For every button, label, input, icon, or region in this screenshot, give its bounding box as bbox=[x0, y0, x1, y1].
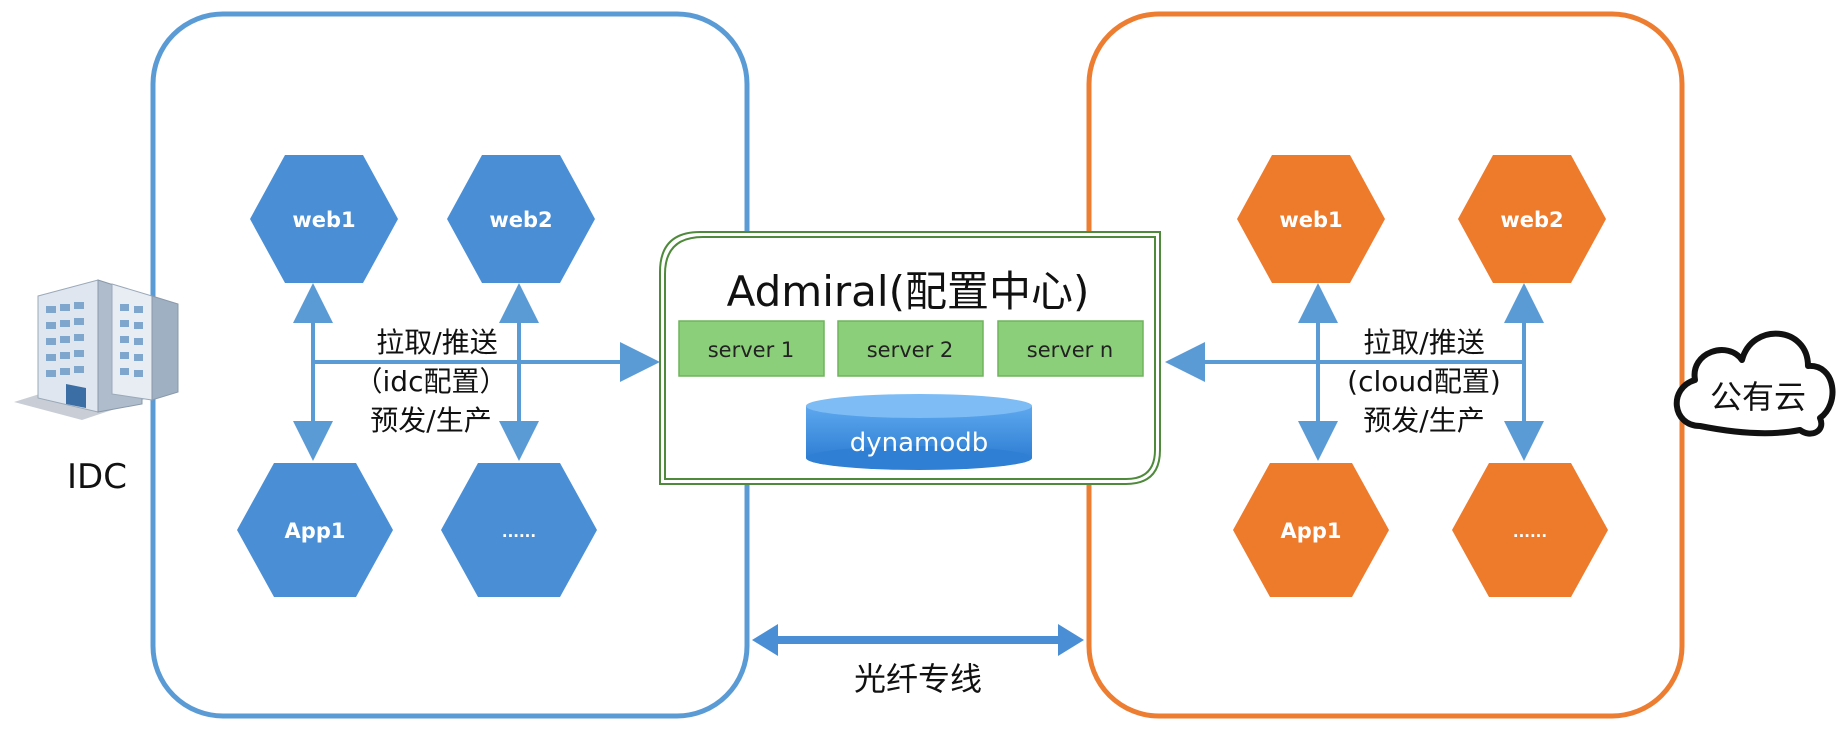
server-n[interactable]: server n bbox=[997, 320, 1144, 377]
cloud-node-app1[interactable]: App1 bbox=[1233, 463, 1389, 597]
server-2[interactable]: server 2 bbox=[837, 320, 984, 377]
server-1[interactable]: server 1 bbox=[678, 320, 825, 377]
idc-label: IDC bbox=[67, 457, 127, 497]
cloud-node-more[interactable]: ...... bbox=[1452, 463, 1608, 597]
cloud-node-web2[interactable]: web2 bbox=[1458, 155, 1606, 283]
cloud-sync-label-line1: 拉取/推送 bbox=[1363, 326, 1484, 359]
idc-node-more[interactable]: ...... bbox=[441, 463, 597, 597]
idc-sync-label-line3: 预发/生产 bbox=[370, 404, 491, 437]
cloud-label: 公有云 bbox=[1710, 378, 1806, 416]
database-label: dynamodb bbox=[850, 428, 989, 458]
admiral-config-center[interactable]: Admiral(配置中心) server 1 server 2 server n… bbox=[659, 231, 1161, 485]
server-label: server 2 bbox=[867, 338, 954, 362]
cloud-node-label: web2 bbox=[1500, 208, 1563, 232]
idc-node-label: ...... bbox=[502, 523, 536, 541]
cloud-sync-arrows bbox=[1165, 283, 1544, 461]
cloud-sync-label-line2: (cloud配置) bbox=[1347, 365, 1501, 398]
idc-node-label: web2 bbox=[489, 208, 552, 232]
dynamodb-database[interactable]: dynamodb bbox=[806, 394, 1032, 470]
idc-sync-arrows bbox=[293, 283, 660, 461]
server-label: server n bbox=[1027, 338, 1113, 362]
datacenter-building-icon bbox=[14, 279, 179, 420]
cloud-node-label: ...... bbox=[1513, 523, 1547, 541]
cloud-node-label: web1 bbox=[1279, 208, 1342, 232]
server-label: server 1 bbox=[708, 338, 795, 362]
cloud-node-label: App1 bbox=[1281, 519, 1342, 543]
fiber-link-label: 光纤专线 bbox=[854, 660, 982, 698]
idc-node-web1[interactable]: web1 bbox=[250, 155, 398, 283]
cloud-sync-label-line3: 预发/生产 bbox=[1363, 404, 1484, 437]
idc-sync-label-line1: 拉取/推送 bbox=[376, 326, 497, 359]
admiral-title: Admiral(配置中心) bbox=[727, 267, 1090, 316]
idc-node-label: App1 bbox=[285, 519, 346, 543]
fiber-link-arrow bbox=[752, 624, 1084, 656]
idc-sync-label-line2: （idc配置） bbox=[355, 365, 508, 398]
idc-node-web2[interactable]: web2 bbox=[447, 155, 595, 283]
public-cloud-icon bbox=[1673, 330, 1836, 437]
cloud-node-web1[interactable]: web1 bbox=[1237, 155, 1385, 283]
idc-node-label: web1 bbox=[292, 208, 355, 232]
idc-node-app1[interactable]: App1 bbox=[237, 463, 393, 597]
